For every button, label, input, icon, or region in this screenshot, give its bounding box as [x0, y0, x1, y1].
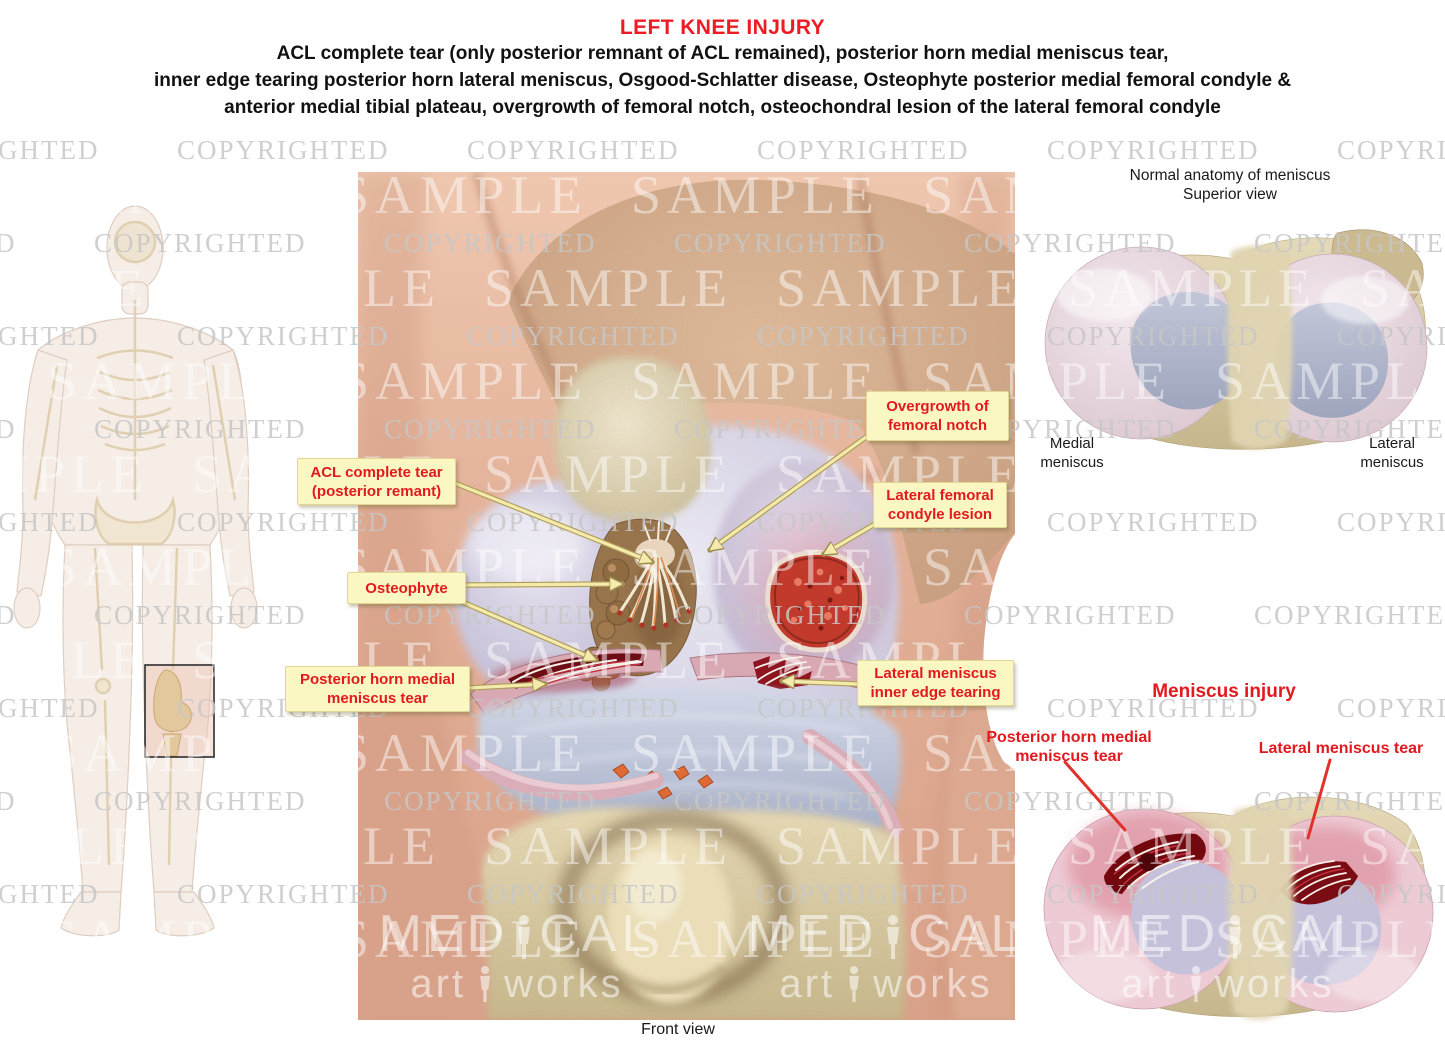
body-figure-illustration: [13, 205, 258, 937]
callout-condyle-lesion: Lateral femoral condyle lesion: [873, 482, 1007, 528]
background-notch: [983, 534, 1015, 770]
callout-osteophyte: Osteophyte: [347, 572, 466, 604]
callout-overgrowth: Overgrowth of femoral notch: [866, 391, 1009, 441]
copyrighted-watermark: COPYRIGHTED: [467, 135, 680, 165]
sample-watermark: SAMPLE: [1215, 537, 1445, 597]
knee-roi-rectangle: [144, 664, 215, 758]
page-title: LEFT KNEE INJURY: [619, 16, 826, 39]
copyrighted-watermark: COPYRIGHTED: [0, 135, 100, 165]
normal-meniscus-illustration: [1044, 229, 1428, 450]
medial-tear-label: Posterior horn medial meniscus tear: [986, 729, 1152, 765]
figure-knee-highlight: [146, 666, 213, 757]
central-bone-ridge: [1228, 806, 1294, 1020]
central-bone-ridge: [1227, 245, 1293, 449]
front-view-caption: Front view: [641, 1021, 715, 1038]
lateral-meniscus-label: Lateral meniscus: [1360, 435, 1424, 471]
copyrighted-watermark: COPYRIGHTED: [1047, 135, 1260, 165]
quadriceps-skin-patch: [508, 179, 1015, 604]
femur-mass: [554, 356, 711, 523]
copyrighted-watermark: COPYRIGHTED: [1337, 693, 1445, 723]
copyrighted-watermark: COPYRIGHTED: [1337, 135, 1445, 165]
callout-acl-tear: ACL complete tear (posterior remant): [297, 458, 456, 505]
copyrighted-watermark: COPYRIGHTED: [1047, 507, 1260, 537]
medial-cartilage: [1130, 291, 1246, 410]
copyrighted-watermark: COPYRIGHTED: [1337, 507, 1445, 537]
copyrighted-watermark: COPYRIGHTED: [757, 135, 970, 165]
meniscus-injury-heading: Meniscus injury: [1152, 681, 1296, 702]
normal-meniscus-heading: Normal anatomy of meniscus Superior view: [1129, 167, 1331, 203]
header: LEFT KNEE INJURY ACL complete tear (only…: [0, 16, 1445, 121]
lateral-tear-label: Lateral meniscus tear: [1258, 740, 1424, 757]
lateral-tear: [1280, 860, 1358, 905]
diagnosis-line-3: anterior medial tibial plateau, overgrow…: [224, 97, 1221, 118]
copyrighted-watermark: COPYRIGHTED: [1254, 600, 1445, 630]
medial-meniscus-label: Medial meniscus: [1040, 435, 1104, 471]
lateral-cartilage: [1274, 302, 1389, 418]
diagnosis-line-2: inner edge tearing posterior horn latera…: [153, 70, 1292, 91]
osteochondral-lesion: [765, 549, 868, 653]
callout-posterior-horn: Posterior horn medial meniscus tear: [285, 666, 470, 712]
tibia: [473, 807, 906, 1020]
medial-leg-skin: [358, 692, 488, 1020]
diagnosis-line-1: ACL complete tear (only posterior remnan…: [276, 43, 1169, 64]
callout-lateral-inner-tear: Lateral meniscus inner edge tearing: [857, 660, 1014, 706]
medial-horn-tear: [1104, 833, 1206, 894]
copyrighted-watermark: COPYRIGHTED: [177, 135, 390, 165]
injured-meniscus-illustration: [1043, 796, 1434, 1020]
anterior-meniscus-rims: [460, 729, 902, 838]
medial-cartilage: [1131, 860, 1241, 975]
sample-watermark: SAMPLE: [1360, 630, 1445, 690]
